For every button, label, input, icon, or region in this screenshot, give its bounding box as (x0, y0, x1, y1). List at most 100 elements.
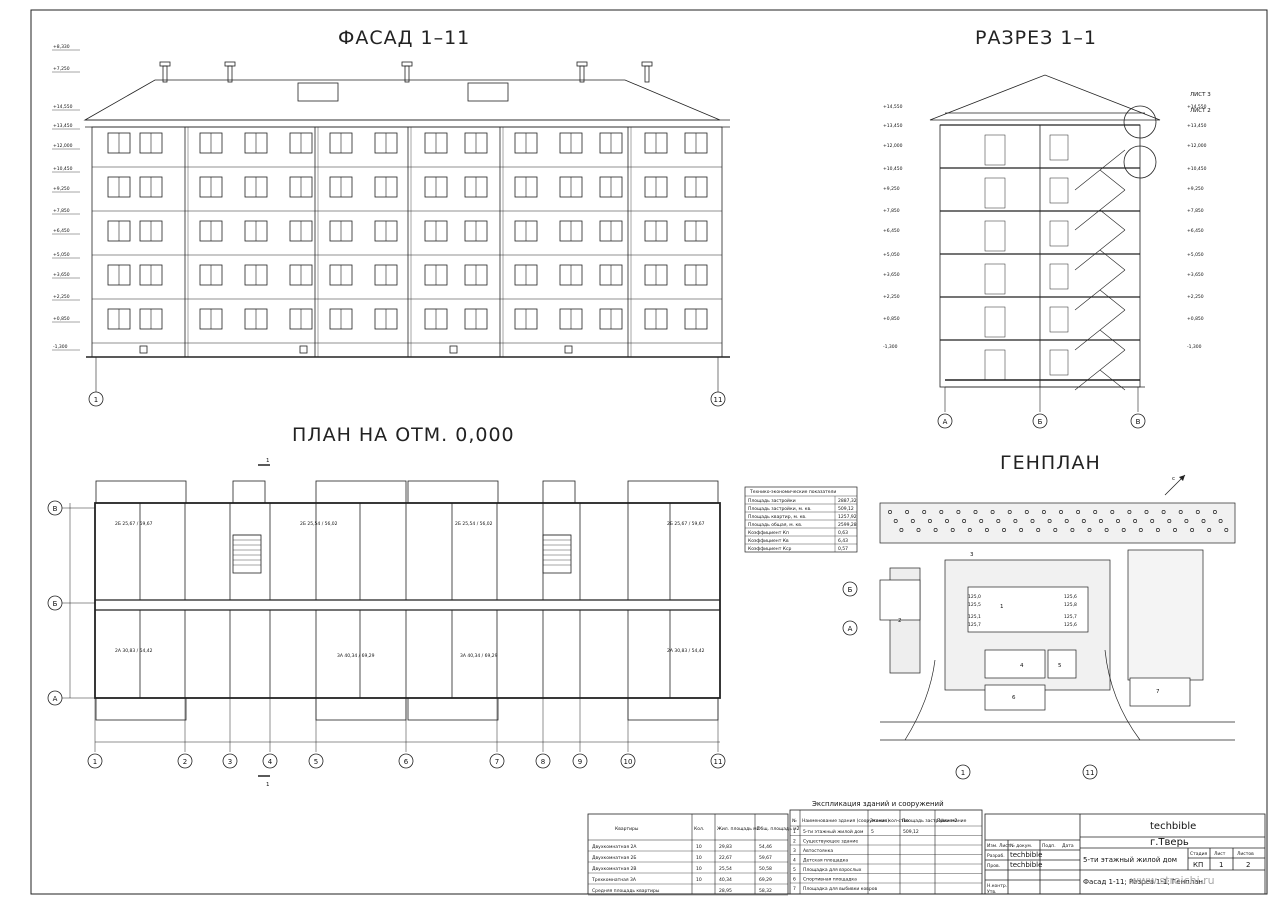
facade-level: -1,300 (53, 344, 68, 350)
apt-cell: 28,95 (719, 888, 732, 894)
expl-cell: 2 (793, 839, 796, 845)
genplan-level: 125,7 (1064, 614, 1077, 620)
title-block (984, 813, 1266, 895)
apt-cell: 54,46 (759, 844, 772, 850)
tb-sheets: 2 (1246, 861, 1250, 869)
genplan-level: 125,7 (968, 622, 981, 628)
facade-level: +13,450 (53, 123, 73, 129)
section-level-left: +10,450 (883, 166, 903, 172)
tb-project: 5-ти этажный жилой дом (1083, 856, 1177, 864)
facade-level: +2,250 (53, 294, 70, 300)
apt-header: Общ. площадь м2 (757, 826, 800, 832)
apt-cell: 25,54 (719, 866, 732, 872)
plan-room-label: 2Б 25,54 / 56,02 (300, 521, 338, 527)
plan-axis: 6 (404, 758, 409, 766)
plan-axis: 8 (541, 758, 545, 766)
facade-level: +10,450 (53, 166, 73, 172)
plan-axis: 5 (314, 758, 318, 766)
section-level-left: +2,250 (883, 294, 900, 300)
genplan-object-number: 2 (898, 618, 902, 624)
section-level-marks: +14,550+14,550+13,450+13,450+12,000+12,0… (883, 104, 1207, 350)
facade-level: +7,850 (53, 208, 70, 214)
tb-sheet: 1 (1219, 861, 1223, 869)
tep-value: 0,63 (838, 530, 848, 536)
apt-cell: 22,67 (719, 855, 732, 861)
genplan-level: 125,0 (968, 594, 981, 600)
section-level: +9,250 (1187, 186, 1204, 192)
section-level: +14,550 (1187, 104, 1207, 110)
expl-header: Примечание (937, 818, 967, 824)
section-level: +6,450 (1187, 228, 1204, 234)
apt-cell: 10 (696, 855, 702, 861)
apt-cell: Трехкомнатная 3А (591, 877, 637, 883)
apt-cell: 59,67 (759, 855, 772, 861)
genplan-object-number: 3 (970, 552, 974, 558)
expl-cell: 3 (793, 848, 796, 854)
apt-cell: Средняя площадь квартиры (592, 888, 660, 894)
section-level-left: +14,550 (883, 104, 903, 110)
facade-axes: 1 11 (88, 357, 726, 407)
apt-cell: 29,83 (719, 844, 732, 850)
genplan-axis: Б (848, 586, 853, 594)
section-level: +0,850 (1187, 316, 1204, 322)
facade-level: +5,050 (53, 252, 70, 258)
apt-cell: 10 (696, 877, 702, 883)
genplan-object-number: 7 (1156, 689, 1160, 695)
expl-header: Наименование здания (сооружения) (802, 818, 889, 824)
section-level: +13,450 (1187, 123, 1207, 129)
section-level-left: +5,050 (883, 252, 900, 258)
genplan-axis: 11 (1086, 769, 1095, 777)
plan-axis: 7 (495, 758, 499, 766)
plan-room-label: 2Б 25,54 / 56,02 (455, 521, 493, 527)
plan-axis: 4 (268, 758, 273, 766)
expl-cell: Существующее здание (803, 839, 858, 845)
tb-stage: КП (1193, 861, 1203, 869)
apt-header: Квартиры (615, 826, 639, 832)
tb-role: Н.контр. (987, 883, 1007, 889)
expl-cell: Автостоянка (803, 848, 833, 854)
apt-cell: 40,34 (719, 877, 732, 883)
tep-label: Площадь квартир, м. кв. (748, 514, 807, 520)
expl-cell: Площадка для выбивки ковров (803, 886, 878, 892)
plan-axis: 2 (183, 758, 187, 766)
tb-role: Пров. (987, 863, 1000, 869)
genplan-object-number: 4 (1020, 663, 1024, 669)
section-level-left: +9,250 (883, 186, 900, 192)
section-level-left: +7,850 (883, 208, 900, 214)
genplan-level: 125,1 (968, 614, 981, 620)
expl-cell: Площадка для взрослых (803, 867, 862, 873)
svg-text:Технико-экономические показате: Технико-экономические показатели (749, 489, 836, 495)
facade-axis-11: 11 (714, 396, 723, 404)
tep-value: 2887,32 (838, 498, 857, 504)
section-axis: А (943, 418, 948, 426)
plan-axis: 10 (624, 758, 633, 766)
plan-room-label: 2А 30,83 / 54,42 (667, 648, 705, 654)
indicators-table: Технико-экономические показатели Площадь… (744, 486, 858, 553)
tb-role: Изм. (987, 843, 998, 849)
facade-level: +14,550 (53, 104, 73, 110)
expl-cell: Спортивная площадка (803, 877, 857, 883)
tb-name-1: techbible (1010, 851, 1042, 859)
genplan-north-arrow: с (1164, 474, 1186, 496)
tep-label: Площадь общая, м. кв. (748, 522, 802, 528)
expl-cell: 509,12 (903, 829, 919, 835)
plan-title: ПЛАН НА ОТМ. 0,000 (292, 424, 515, 446)
plan-axis: 1 (93, 758, 97, 766)
tep-value: 2599,28 (838, 522, 857, 528)
facade-level: +3,650 (53, 272, 70, 278)
apt-cell: 10 (696, 866, 702, 872)
plan-room-label: 2Б 25,67 / 59,67 (667, 521, 705, 527)
genplan-level: 125,6 (1064, 594, 1077, 600)
plan-room-label: 2Б 25,67 / 59,67 (115, 521, 153, 527)
plan-axis-row: В (53, 505, 58, 513)
section-level-left: +6,450 (883, 228, 900, 234)
plan-axis: 3 (228, 758, 232, 766)
apt-cell: Двухкомнатная 2Б (592, 855, 636, 861)
tep-value: 1257,92 (838, 514, 857, 520)
apt-cell: Двухкомнатная 2А (592, 844, 637, 850)
plan-axis-row: А (53, 695, 58, 703)
